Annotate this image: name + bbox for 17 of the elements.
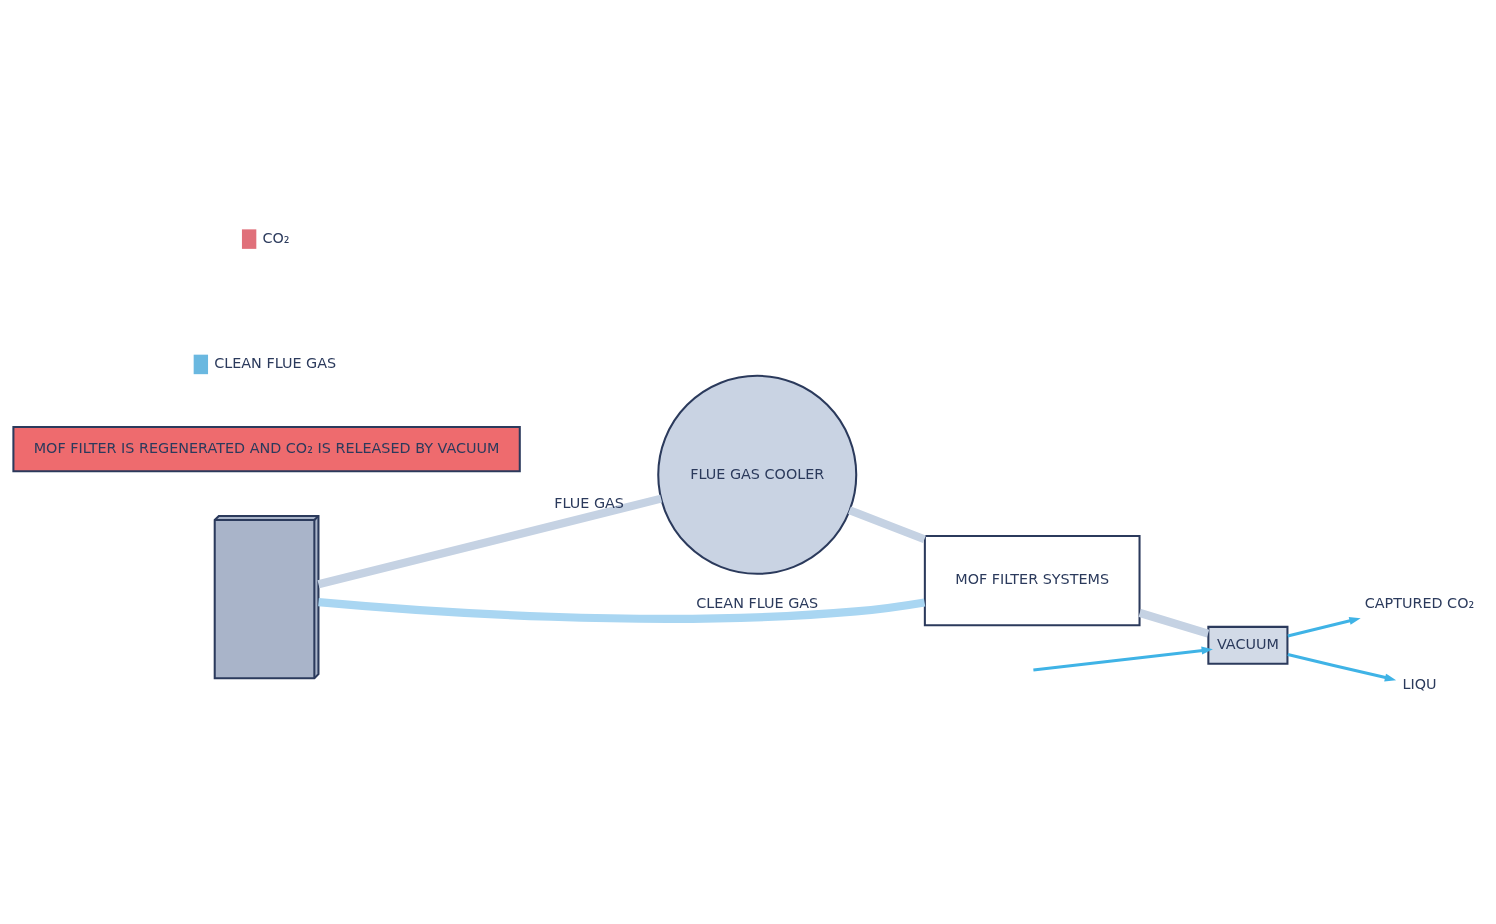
node-text: LIQU [1402,676,1437,693]
edge-label: CLEAN FLUE GAS [696,594,819,611]
node-box: MOF FILTER SYSTEMS [923,534,1141,627]
connector [848,506,926,544]
connector [318,598,926,623]
node-box: VACUUM [1207,625,1289,665]
edge-label: FLUE GAS [554,494,624,511]
connector [1138,608,1210,638]
connector [317,494,663,589]
arrow [1287,617,1361,638]
legend-label: CLEAN FLUE GAS [214,355,337,372]
arrow [1033,646,1213,672]
legend-label: CO₂ [262,229,290,246]
node-box: MOF FILTER IS REGENERATED AND CO₂ IS RELEASED BY VACUUM [12,426,521,473]
node-circle: FLUE GAS COOLER [657,374,858,575]
node-text: CAPTURED CO₂ [1364,595,1475,612]
arrow [1287,653,1397,682]
